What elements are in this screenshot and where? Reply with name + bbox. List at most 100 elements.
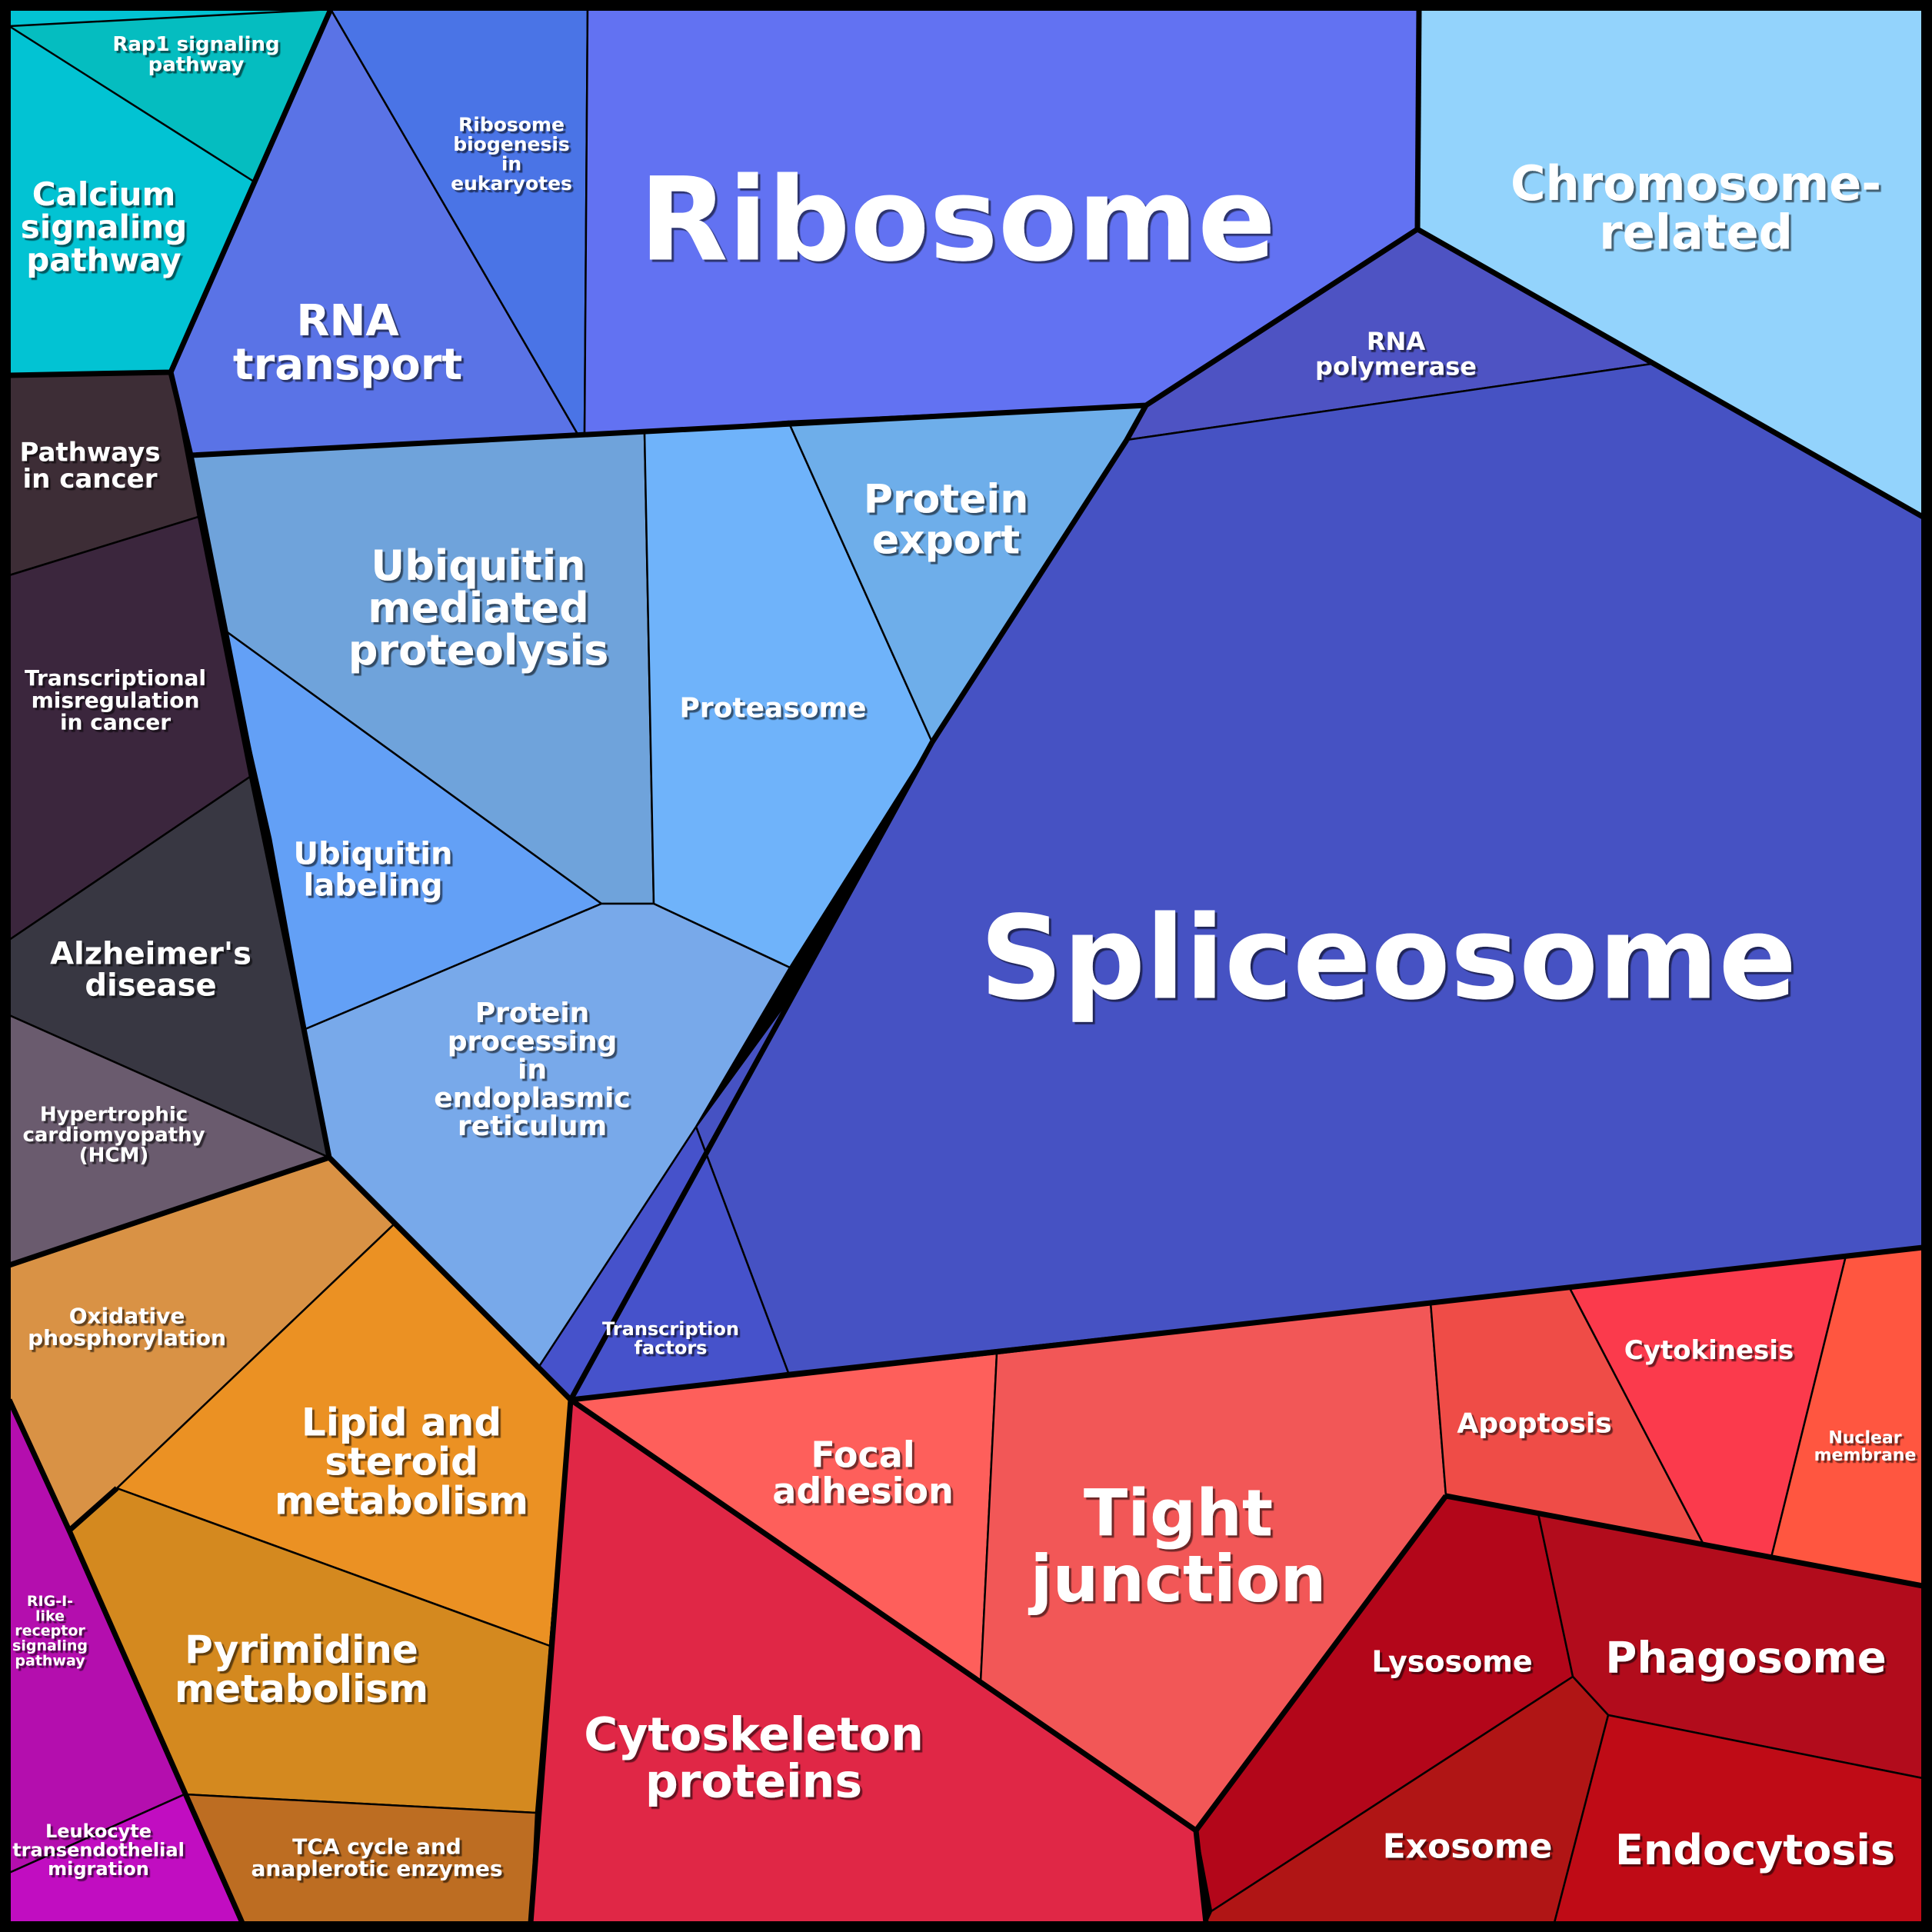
label-line: pathway [26, 242, 182, 279]
label-line: Cytoskeleton [584, 1707, 924, 1761]
label-line: Ribosome [458, 114, 565, 136]
cells-layer [8, 8, 1924, 1924]
label-proteasome: Proteasome [680, 693, 867, 724]
label-line: Chromosome- [1511, 155, 1881, 212]
label-line: mediated [368, 584, 589, 632]
group-border [570, 1244, 1924, 1403]
label-line: phosphorylation [28, 1325, 226, 1351]
label-line: Hypertrophic [40, 1104, 188, 1127]
label-line: factors [635, 1337, 708, 1359]
label-line: signaling [21, 208, 187, 246]
label-line: Tight [1084, 1476, 1273, 1551]
label-line: adhesion [772, 1471, 953, 1512]
label-line: Alzheimer's [50, 937, 251, 972]
label-line: TCA cycle and [292, 1834, 461, 1860]
label-line: junction [1028, 1541, 1327, 1617]
label-exosome: Exosome [1383, 1827, 1553, 1866]
label-line: Transcriptional [25, 665, 206, 691]
label-line: Phagosome [1605, 1634, 1886, 1684]
group-borders-layer [6, 8, 1924, 1924]
label-line: Pathways [19, 438, 160, 468]
label-lysosome: Lysosome [1371, 1644, 1532, 1678]
label-line: (HCM) [79, 1144, 148, 1168]
label-line: Transcription [602, 1318, 739, 1340]
label-line: Lipid and [301, 1401, 501, 1445]
group-border [1445, 1493, 1924, 1589]
label-line: Nuclear [1828, 1428, 1901, 1447]
label-line: export [872, 518, 1020, 564]
label-line: transendothelial [12, 1839, 185, 1860]
label-line: Endocytosis [1615, 1826, 1895, 1874]
label-line: related [1599, 204, 1793, 260]
label-line: Protein [864, 477, 1028, 523]
label-spliceosome: Spliceosome [980, 892, 1797, 1026]
label-line: Cytokinesis [1624, 1335, 1794, 1366]
group-border [66, 1529, 245, 1924]
label-line: proteins [645, 1755, 862, 1809]
group-border [8, 1154, 331, 1268]
group-border [1193, 1830, 1209, 1924]
group-border [1414, 8, 1422, 230]
label-line: labeling [304, 868, 443, 903]
label-apoptosis: Apoptosis [1457, 1408, 1611, 1440]
group-border [1124, 404, 1149, 441]
labels-layer: CalciumsignalingpathwayRNAtransportRibos… [12, 33, 1916, 1881]
label-line: in cancer [23, 464, 158, 495]
label-line: Apoptosis [1457, 1408, 1611, 1440]
label-endocytosis: Endocytosis [1615, 1826, 1895, 1874]
group-border [528, 1399, 574, 1924]
label-line: Rap1 signaling [112, 33, 279, 56]
label-line: transport [233, 340, 462, 390]
label-line: steroid [325, 1440, 478, 1484]
label-chromosome-related: Chromosome-related [1511, 155, 1881, 260]
label-phagosome: Phagosome [1605, 1634, 1886, 1684]
label-line: anaplerotic enzymes [251, 1856, 502, 1881]
label-line: polymerase [1315, 352, 1477, 381]
label-line: eukaryotes [451, 172, 572, 195]
label-line: Ubiquitin [371, 541, 585, 590]
label-line: Oxidative [69, 1304, 185, 1329]
label-line: signaling [12, 1637, 88, 1654]
label-line: migration [48, 1858, 149, 1880]
label-line: in cancer [60, 709, 171, 734]
label-line: like [35, 1607, 65, 1624]
label-line: Pyrimidine [185, 1627, 418, 1672]
label-line: RNA [296, 296, 399, 346]
label-cytokinesis: Cytokinesis [1624, 1335, 1794, 1366]
label-line: Focal [811, 1434, 914, 1476]
label-line: proteolysis [348, 626, 608, 675]
label-line: in [518, 1054, 547, 1086]
label-line: reticulum [458, 1111, 607, 1142]
label-line: metabolism [175, 1667, 428, 1711]
label-line: pathway [15, 1652, 85, 1669]
label-line: Ribosome [639, 154, 1276, 288]
label-line: pathway [148, 53, 245, 76]
label-line: RIG-I- [27, 1593, 73, 1610]
label-line: Lysosome [1371, 1644, 1532, 1678]
label-line: Protein [475, 998, 589, 1029]
label-line: RNA [1367, 327, 1425, 356]
label-line: Calcium [32, 175, 176, 213]
